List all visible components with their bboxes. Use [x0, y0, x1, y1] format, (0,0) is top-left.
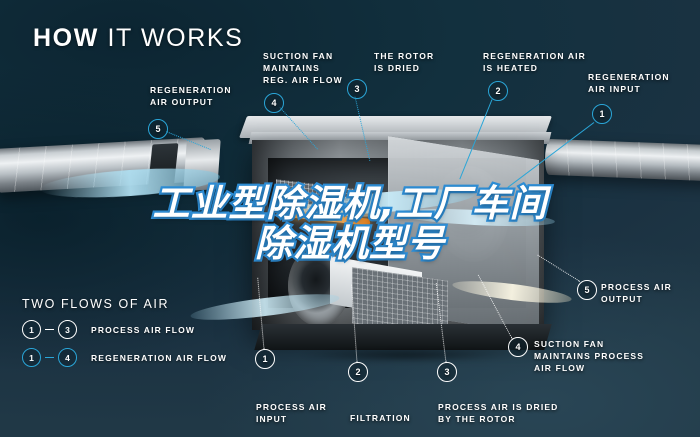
callout-line: INPUT: [256, 414, 288, 425]
callout-line: PROCESS AIR IS DRIED: [438, 402, 559, 412]
callout-label-regeneration-air-output: REGENERATION AIR OUTPUT: [150, 84, 232, 108]
callout-label-suction-fan-process: SUCTION FAN MAINTAINS PROCESS AIR FLOW: [534, 338, 644, 374]
legend-label-process-air-flow: PROCESS AIR FLOW: [91, 324, 196, 335]
legend-row-regeneration-air-flow: 1 4 REGENERATION AIR FLOW: [22, 348, 227, 367]
callout-line: REGENERATION: [150, 85, 232, 95]
watermark-line-1: 工业型除湿机,工厂车间: [150, 181, 549, 225]
badge-1-regeneration[interactable]: 1: [592, 104, 612, 124]
callout-line: BY THE ROTOR: [438, 414, 516, 425]
legend-title: TWO FLOWS OF AIR: [22, 297, 170, 311]
legend-label-regeneration-air-flow: REGENERATION AIR FLOW: [91, 352, 228, 363]
page-title-light: IT WORKS: [107, 24, 244, 52]
badge-4-process[interactable]: 4: [508, 337, 528, 357]
callout-line: AIR OUTPUT: [150, 97, 214, 108]
callout-line: REGENERATION AIR: [483, 51, 586, 61]
callout-label-regeneration-air-input: REGENERATION AIR INPUT: [588, 71, 670, 95]
callout-line: PROCESS AIR: [601, 282, 672, 292]
callout-line: SUCTION FAN: [534, 339, 605, 349]
legend-row-process-air-flow: 1 3 PROCESS AIR FLOW: [22, 320, 227, 339]
page-title-bold: HOW: [33, 24, 99, 52]
callout-line: IS DRIED: [374, 63, 421, 74]
watermark-overlay-text: 工业型除湿机,工厂车间 除湿机型号: [0, 181, 700, 265]
legend-badge-from: 1: [22, 320, 41, 339]
badge-3-regeneration[interactable]: 3: [347, 79, 367, 99]
badge-2-regeneration[interactable]: 2: [488, 81, 508, 101]
legend-badge-to: 4: [58, 348, 77, 367]
badge-2-process[interactable]: 2: [348, 362, 368, 382]
badge-4-regeneration[interactable]: 4: [264, 93, 284, 113]
badge-1-process[interactable]: 1: [255, 349, 275, 369]
legend-badge-from: 1: [22, 348, 41, 367]
callout-label-process-air-input: PROCESS AIR INPUT: [256, 401, 327, 425]
callout-label-process-air-output: PROCESS AIR OUTPUT: [601, 281, 672, 305]
dehumidifier-illustration: [0, 88, 700, 388]
callout-line: MAINTAINS: [263, 63, 320, 74]
callout-line: AIR FLOW: [534, 363, 586, 374]
callout-label-suction-fan-regeneration: SUCTION FAN MAINTAINS REG. AIR FLOW: [263, 50, 343, 86]
legend-dash: [45, 356, 54, 359]
badge-3-process[interactable]: 3: [437, 362, 457, 382]
callout-label-regeneration-air-heated: REGENERATION AIR IS HEATED: [483, 50, 586, 74]
legend-dash: [45, 328, 54, 331]
page-title: HOW IT WORKS: [33, 24, 243, 53]
legend: TWO FLOWS OF AIR 1 3 PROCESS AIR FLOW 1 …: [22, 297, 227, 367]
legend-badge-to: 3: [58, 320, 77, 339]
callout-line: FILTRATION: [350, 413, 411, 423]
badge-5-regeneration[interactable]: 5: [148, 119, 168, 139]
callout-label-process-air-dried: PROCESS AIR IS DRIED BY THE ROTOR: [438, 401, 558, 425]
callout-line: THE ROTOR: [374, 51, 435, 61]
right-spiral-duct: [544, 138, 700, 182]
callout-line: IS HEATED: [483, 63, 539, 74]
callout-line: PROCESS AIR: [256, 402, 327, 412]
callout-line: REG. AIR FLOW: [263, 75, 343, 86]
callout-line: OUTPUT: [601, 294, 643, 305]
badge-5-process[interactable]: 5: [577, 280, 597, 300]
callout-line: AIR INPUT: [588, 84, 641, 95]
callout-line: REGENERATION: [588, 72, 670, 82]
watermark-line-2: 除湿机型号: [253, 221, 447, 265]
callout-line: MAINTAINS PROCESS: [534, 351, 645, 362]
callout-label-filtration: FILTRATION: [350, 412, 411, 424]
callout-line: SUCTION FAN: [263, 51, 334, 61]
callout-label-rotor-is-dried: THE ROTOR IS DRIED: [374, 50, 434, 74]
